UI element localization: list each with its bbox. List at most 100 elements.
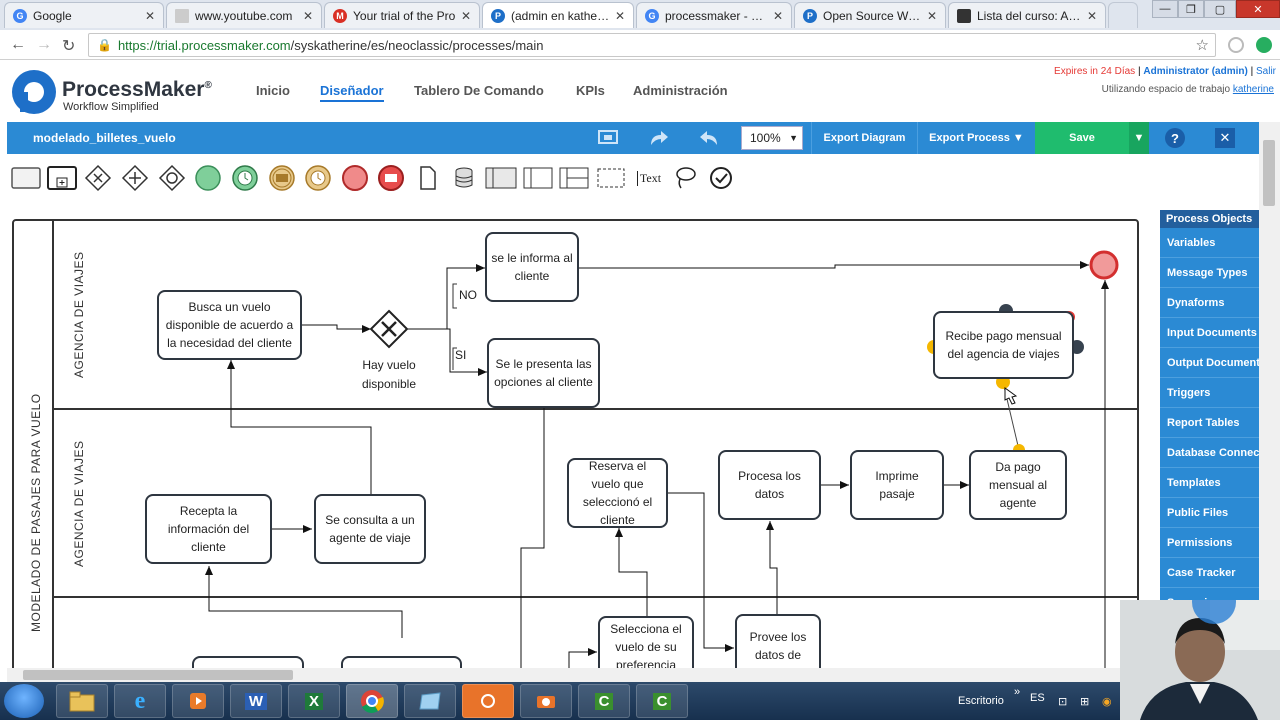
inclusive-gateway-icon[interactable] bbox=[158, 164, 186, 192]
lasso-icon[interactable] bbox=[671, 164, 699, 192]
nav-inicio[interactable]: Inicio bbox=[256, 83, 290, 98]
back-arrow-icon[interactable]: ← bbox=[10, 36, 26, 53]
forward-arrow-icon[interactable]: → bbox=[36, 36, 52, 53]
subprocess-shape-icon[interactable] bbox=[47, 164, 77, 192]
task-busca-vuelo[interactable]: Busca un vuelo disponible de acuerdo a l… bbox=[157, 290, 302, 360]
language-indicator[interactable]: ES bbox=[1030, 692, 1045, 704]
flow-label-si[interactable]: SI bbox=[455, 348, 467, 362]
logout-link[interactable]: Salir bbox=[1255, 66, 1276, 77]
panel-item-database-connections[interactable]: Database Connections bbox=[1160, 438, 1259, 468]
file-explorer-icon[interactable] bbox=[56, 684, 108, 718]
zoom-select[interactable]: 100% ▼ bbox=[741, 126, 803, 150]
word-icon[interactable]: W bbox=[230, 684, 282, 718]
minimize-icon[interactable]: — bbox=[1152, 0, 1178, 18]
lane-icon[interactable] bbox=[523, 164, 553, 192]
end-message-event-icon[interactable] bbox=[377, 164, 405, 192]
desktop-label[interactable]: Escritorio bbox=[958, 695, 1004, 707]
undo-icon[interactable] bbox=[695, 126, 725, 150]
task-procesa-datos[interactable]: Procesa los datos bbox=[718, 450, 821, 520]
close-window-icon[interactable]: ✕ bbox=[1236, 0, 1280, 18]
task-presenta-opciones[interactable]: Se le presenta las opciones al cliente bbox=[487, 338, 600, 408]
close-designer-icon[interactable]: ✕ bbox=[1215, 128, 1235, 148]
chrome-icon[interactable] bbox=[346, 684, 398, 718]
task-recepta-info[interactable]: Recepta la información del cliente bbox=[145, 494, 272, 564]
internet-explorer-icon[interactable]: e bbox=[114, 684, 166, 718]
browser-tab-gmail[interactable]: M Your trial of the Pro ✕ bbox=[324, 2, 480, 28]
lane-label-1[interactable]: AGENCIA DE VIAJES bbox=[72, 251, 86, 378]
task-selecciona-vuelo[interactable]: Selecciona el vuelo de su preferencia bbox=[598, 616, 694, 668]
excel-icon[interactable]: X bbox=[288, 684, 340, 718]
pool-icon[interactable] bbox=[485, 164, 517, 192]
recorder-icon[interactable] bbox=[462, 684, 514, 718]
panel-item-output-documents[interactable]: Output Documents bbox=[1160, 348, 1259, 378]
fullscreen-icon[interactable] bbox=[593, 126, 623, 150]
new-tab-button[interactable] bbox=[1108, 2, 1138, 28]
task-bottom-2[interactable] bbox=[341, 656, 462, 668]
validate-check-icon[interactable] bbox=[707, 164, 735, 192]
close-tab-icon[interactable]: ✕ bbox=[926, 8, 937, 23]
start-timer-event-icon[interactable] bbox=[231, 164, 259, 192]
media-player-icon[interactable] bbox=[172, 684, 224, 718]
start-event-icon[interactable] bbox=[194, 164, 222, 192]
nav-administracion[interactable]: Administración bbox=[633, 83, 728, 98]
task-shape-icon[interactable] bbox=[11, 164, 41, 192]
task-reserva-vuelo[interactable]: Reserva el vuelo que seleccionó el clien… bbox=[567, 458, 668, 528]
panel-item-dynaforms[interactable]: Dynaforms bbox=[1160, 288, 1259, 318]
nav-kpis[interactable]: KPIs bbox=[576, 83, 605, 98]
chevron-icon[interactable]: » bbox=[1014, 686, 1021, 698]
camera-icon[interactable] bbox=[520, 684, 572, 718]
export-process-button[interactable]: Export Process ▼ bbox=[917, 122, 1035, 154]
panel-item-message-types[interactable]: Message Types bbox=[1160, 258, 1259, 288]
close-tab-icon[interactable]: ✕ bbox=[614, 8, 625, 23]
data-object-icon[interactable] bbox=[413, 164, 441, 192]
panel-item-report-tables[interactable]: Report Tables bbox=[1160, 408, 1259, 438]
data-store-icon[interactable] bbox=[450, 164, 478, 192]
extension-green-icon[interactable] bbox=[1256, 37, 1272, 53]
intermediate-timer-event-icon[interactable] bbox=[304, 164, 332, 192]
task-provee-datos[interactable]: Provee los datos de pago bbox=[735, 614, 821, 668]
url-input[interactable]: 🔒 https://trial.processmaker.com /syskat… bbox=[88, 33, 1216, 57]
browser-tab-processmaker[interactable]: P (admin en katherine ✕ bbox=[482, 2, 634, 28]
exclusive-gateway-icon[interactable] bbox=[84, 164, 112, 192]
close-tab-icon[interactable]: ✕ bbox=[1086, 8, 1097, 23]
browser-tab-google-search[interactable]: G processmaker - Bus ✕ bbox=[636, 2, 792, 28]
group-icon[interactable] bbox=[596, 164, 626, 192]
workspace-link[interactable]: katherine bbox=[1232, 84, 1274, 95]
panel-item-permissions[interactable]: Permissions bbox=[1160, 528, 1259, 558]
pool-label[interactable]: MODELADO DE PASAJES PARA VUELO bbox=[29, 393, 43, 632]
browser-tab-course[interactable]: Lista del curso: AUC ✕ bbox=[948, 2, 1106, 28]
panel-item-public-files[interactable]: Public Files bbox=[1160, 498, 1259, 528]
panel-item-case-tracker[interactable]: Case Tracker bbox=[1160, 558, 1259, 588]
end-event-icon[interactable] bbox=[341, 164, 369, 192]
task-imprime-pasaje[interactable]: Imprime pasaje bbox=[850, 450, 944, 520]
camtasia-icon-1[interactable]: C bbox=[578, 684, 630, 718]
text-annotation-tool[interactable]: Text bbox=[632, 164, 666, 192]
parallel-gateway-icon[interactable] bbox=[121, 164, 149, 192]
browser-tab-google[interactable]: G Google ✕ bbox=[4, 2, 164, 28]
lane-label-2[interactable]: AGENCIA DE VIAJES bbox=[72, 440, 86, 567]
close-tab-icon[interactable]: ✕ bbox=[302, 8, 313, 23]
browser-tab-opensource[interactable]: P Open Source Workf ✕ bbox=[794, 2, 946, 28]
save-options-button[interactable]: ▼ bbox=[1129, 122, 1149, 154]
horizontal-scrollbar[interactable] bbox=[7, 668, 1153, 682]
close-tab-icon[interactable]: ✕ bbox=[772, 8, 783, 23]
close-tab-icon[interactable]: ✕ bbox=[144, 8, 155, 23]
lane-divider-icon[interactable] bbox=[559, 164, 589, 192]
maximize-icon[interactable]: ▢ bbox=[1204, 0, 1236, 18]
tray-icon[interactable]: ◉ bbox=[1102, 696, 1112, 708]
browser-tab-youtube[interactable]: www.youtube.com ✕ bbox=[166, 2, 322, 28]
task-informa-cliente[interactable]: se le informa al cliente bbox=[485, 232, 579, 302]
user-link[interactable]: Administrator (admin) bbox=[1143, 66, 1248, 77]
close-tab-icon[interactable]: ✕ bbox=[460, 8, 471, 23]
help-icon[interactable]: ? bbox=[1165, 128, 1185, 148]
panel-item-variables[interactable]: Variables bbox=[1160, 228, 1259, 258]
tray-icon[interactable]: ⊡ bbox=[1058, 696, 1068, 708]
task-consulta-agente[interactable]: Se consulta a un agente de viaje bbox=[314, 494, 426, 564]
task-recibe-pago[interactable]: Recibe pago mensual del agencia de viaje… bbox=[933, 311, 1074, 379]
tray-icon[interactable]: ⊞ bbox=[1080, 696, 1090, 708]
nav-tablero[interactable]: Tablero De Comando bbox=[414, 83, 544, 98]
bookmark-star-icon[interactable]: ☆ bbox=[1195, 37, 1209, 54]
reload-icon[interactable]: ↻ bbox=[62, 38, 76, 55]
save-button[interactable]: Save bbox=[1035, 122, 1129, 154]
flow-label-no[interactable]: NO bbox=[459, 288, 477, 302]
